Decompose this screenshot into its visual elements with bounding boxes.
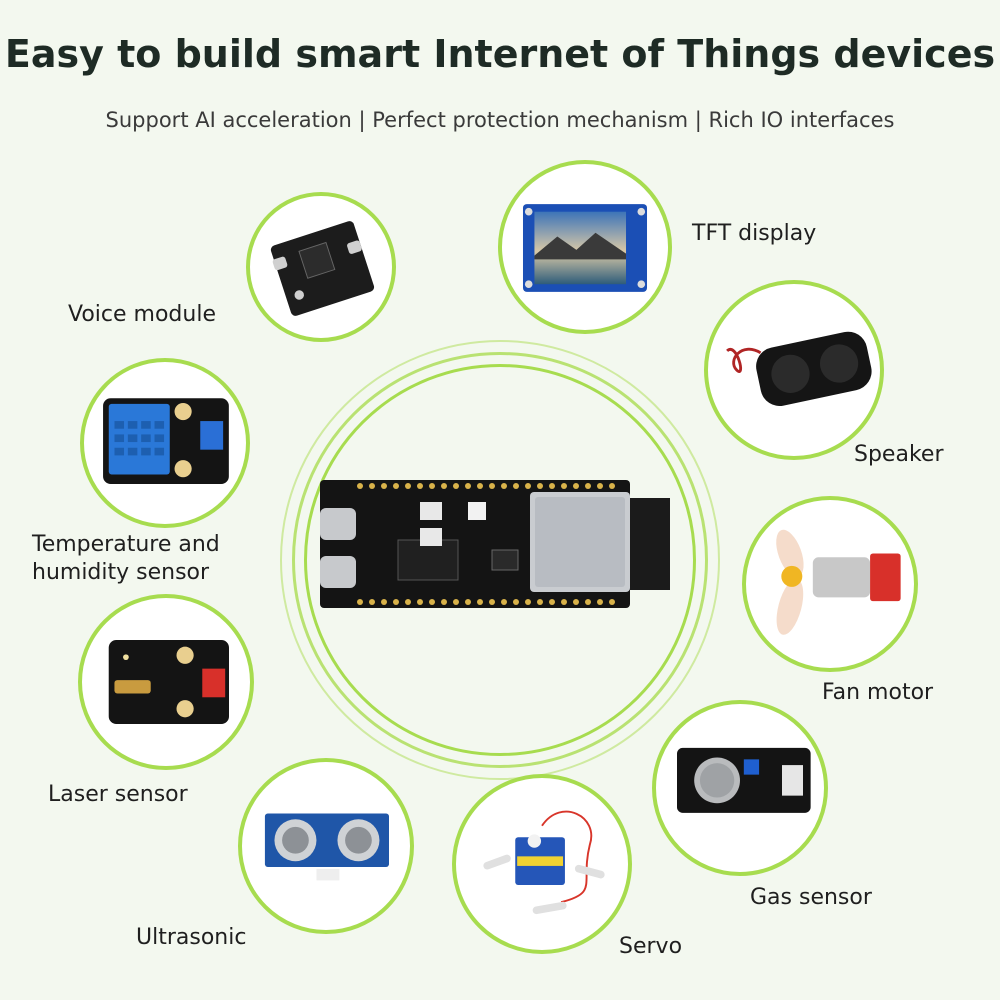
ultrasonic-bubble bbox=[238, 758, 414, 934]
temp-humidity-label-line1: Temperature and bbox=[32, 532, 220, 557]
speaker-bubble bbox=[704, 280, 884, 460]
servo-label: Servo bbox=[619, 934, 683, 959]
servo-image bbox=[483, 810, 605, 915]
tft-display-label: TFT display bbox=[692, 221, 817, 246]
speaker-label: Speaker bbox=[854, 442, 944, 467]
laser-sensor-label: Laser sensor bbox=[48, 782, 188, 807]
fan-motor-image bbox=[776, 529, 901, 635]
ultrasonic-label: Ultrasonic bbox=[136, 925, 247, 950]
fan-motor-bubble bbox=[742, 496, 918, 672]
tft-display-bubble bbox=[498, 160, 672, 334]
temp-humidity-bubble bbox=[80, 358, 250, 528]
fan-motor-label: Fan motor bbox=[822, 680, 934, 705]
tft-display-image bbox=[522, 204, 648, 292]
temp-humidity-sensor-image bbox=[103, 398, 229, 484]
gas-sensor-label: Gas sensor bbox=[750, 885, 872, 910]
servo-bubble bbox=[452, 774, 632, 954]
gas-sensor-bubble bbox=[652, 700, 828, 876]
temp-humidity-label-line2: humidity sensor bbox=[32, 560, 210, 585]
center-ring-outer bbox=[280, 340, 720, 780]
laser-sensor-image bbox=[108, 640, 229, 724]
voice-module-bubble bbox=[246, 192, 396, 342]
speaker-image bbox=[726, 331, 872, 407]
voice-module-image bbox=[270, 221, 375, 316]
center-ring-inner bbox=[304, 364, 696, 756]
temp-humidity-label: Temperature and humidity sensor bbox=[32, 531, 220, 587]
page-title: Easy to build smart Internet of Things d… bbox=[4, 32, 996, 76]
center-ring-mid bbox=[292, 352, 708, 768]
gas-sensor-image bbox=[677, 747, 811, 813]
voice-module-label: Voice module bbox=[68, 302, 216, 327]
laser-sensor-bubble bbox=[78, 594, 254, 770]
ultrasonic-sensor-image bbox=[264, 813, 389, 881]
page-subtitle: Support AI acceleration | Perfect protec… bbox=[105, 108, 895, 132]
dev-board-image bbox=[320, 480, 670, 608]
